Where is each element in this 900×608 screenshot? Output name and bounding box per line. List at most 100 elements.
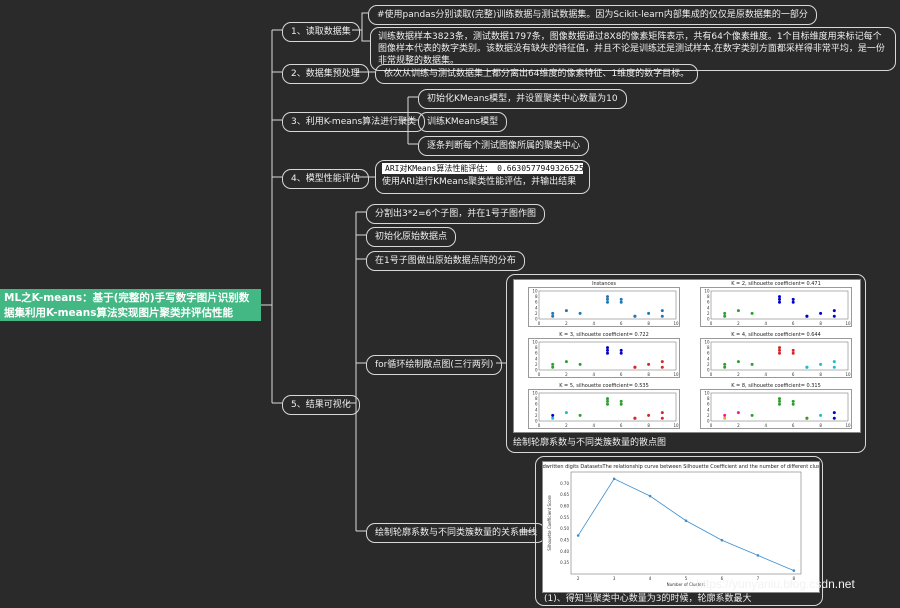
x-tick-label: 8: [647, 372, 650, 377]
x-tick-label: 6: [620, 321, 623, 326]
data-point: [660, 411, 664, 415]
root-topic[interactable]: ML之K-means：基于(完整的)手写数字图片识别数据集利用K-means算法…: [0, 289, 261, 321]
y-tick-label: 4: [535, 356, 538, 361]
y-tick-label: 10: [704, 340, 710, 345]
line-data-point: [684, 519, 688, 523]
y-tick-label: 10: [704, 289, 710, 294]
y-tick-label: 8: [535, 345, 538, 350]
y-tick-label: 2: [707, 362, 710, 367]
x-tick-label: 0: [710, 321, 713, 326]
data-point: [736, 360, 740, 364]
section-evaluation[interactable]: 4、模型性能评估: [282, 169, 369, 189]
x-tick-label: 4: [593, 372, 596, 377]
x-tick-label: 8: [647, 423, 650, 428]
x-tick-label: 10: [845, 423, 851, 428]
subplot-split-step[interactable]: 分割出3*2=6个子图，并在1号子图作图: [366, 204, 545, 224]
line-data-point: [720, 538, 724, 542]
x-tick-label: 10: [673, 321, 679, 326]
x-tick-label: 2: [737, 372, 740, 377]
x-tick-label: 4: [765, 423, 768, 428]
dataset-description[interactable]: 训练数据样本3823条，测试数据1797条，图像数据通过8X8的像素矩阵表示，共…: [370, 27, 896, 71]
y-tick-label: 0.35: [560, 560, 569, 565]
kmeans-train-step[interactable]: 训练KMeans模型: [418, 112, 508, 132]
x-tick-label: 6: [620, 423, 623, 428]
data-point: [606, 402, 609, 406]
data-point: [660, 314, 664, 318]
y-tick-label: 10: [532, 289, 538, 294]
data-point: [606, 297, 609, 301]
data-point: [791, 300, 795, 304]
preprocess-description[interactable]: 依次从训练与测试数据集上都分离出64维度的像素特征、1维度的数字目标。: [375, 64, 699, 84]
data-point: [778, 348, 781, 352]
y-tick-label: 0.70: [560, 481, 569, 486]
section-preprocess[interactable]: 2、数据集预处理: [282, 64, 369, 84]
y-tick-label: 10: [532, 340, 538, 345]
ari-output: ARI对KMeans算法性能评估： 0.6630577949326525: [382, 163, 583, 174]
line-caption: (1)、得知当聚类中心数量为3的时候，轮廓系数最大: [544, 594, 752, 604]
y-tick-label: 8: [535, 396, 538, 401]
section-kmeans-clustering[interactable]: 3、利用K-means算法进行聚类: [282, 112, 426, 132]
data-point: [723, 413, 727, 417]
x-tick-label: 6: [721, 576, 724, 581]
x-axis-label: Number of Clusters: [667, 582, 706, 587]
section-read-dataset[interactable]: 1、读取数据集: [282, 22, 360, 42]
y-tick-label: 8: [707, 396, 710, 401]
line-data-point: [576, 534, 580, 537]
x-tick-label: 3: [613, 576, 616, 581]
subplot-4-title: K = 4, silhouette coefficient= 0.644: [731, 332, 821, 338]
read-dataset-note[interactable]: #使用pandas分别读取(完整)训练数据与测试数据集。因为Scikit-lea…: [368, 5, 817, 25]
data-point: [606, 300, 609, 304]
evaluation-description: 使用ARI进行KMeans聚类性能评估，并输出结果: [382, 177, 577, 187]
data-point: [647, 413, 651, 417]
y-tick-label: 2: [707, 413, 710, 418]
y-tick-label: 6: [535, 351, 538, 356]
plot-original-step[interactable]: 在1号子图做出原始数据点阵的分布: [366, 251, 525, 271]
data-point: [660, 365, 664, 369]
y-tick-label: 4: [707, 356, 710, 361]
data-point: [791, 399, 795, 403]
y-tick-label: 0.40: [560, 549, 569, 554]
y-tick-label: 0.65: [560, 492, 569, 497]
for-loop-scatter-step[interactable]: for循环绘制散点图(三行两列): [366, 355, 503, 375]
x-tick-label: 6: [792, 321, 795, 326]
x-tick-label: 10: [845, 372, 851, 377]
x-tick-label: 2: [565, 423, 568, 428]
data-point: [647, 311, 651, 315]
x-tick-label: 4: [593, 423, 596, 428]
data-point: [832, 360, 836, 364]
x-tick-label: 8: [647, 321, 650, 326]
y-tick-label: 4: [707, 305, 710, 310]
data-point: [606, 295, 609, 299]
evaluation-node[interactable]: ARI对KMeans算法性能评估： 0.6630577949326525 使用A…: [375, 160, 590, 194]
kmeans-predict-step[interactable]: 逐条判断每个测试图像所属的聚类中心: [418, 136, 590, 156]
x-tick-label: 0: [538, 423, 541, 428]
silhouette-curve-step[interactable]: 绘制轮廓系数与不同类簇数量的关系曲线: [366, 523, 547, 543]
data-point: [564, 309, 568, 313]
data-point: [660, 309, 664, 313]
init-points-step[interactable]: 初始化原始数据点: [366, 227, 457, 247]
x-tick-label: 2: [737, 423, 740, 428]
data-point: [819, 311, 823, 315]
y-tick-label: 0: [535, 419, 538, 424]
line-figure-node[interactable]: Handwritten digits DatasetsThe relations…: [533, 456, 830, 606]
section-visualization[interactable]: 5、结果可视化: [282, 395, 360, 415]
y-tick-label: 0.45: [560, 538, 569, 543]
subplot-2-title: K = 2, silhouette coefficient= 0.471: [731, 281, 821, 287]
data-point: [606, 346, 609, 350]
y-tick-label: 0: [707, 419, 710, 424]
x-tick-label: 6: [620, 372, 623, 377]
data-point: [551, 311, 555, 315]
data-point: [791, 297, 795, 301]
y-tick-label: 10: [704, 391, 710, 396]
x-tick-label: 4: [765, 321, 768, 326]
data-point: [778, 351, 781, 355]
axes-frame: [710, 392, 849, 422]
y-tick-label: 6: [707, 402, 710, 407]
y-tick-label: 10: [532, 391, 538, 396]
kmeans-init-step[interactable]: 初始化KMeans模型，并设置聚类中心数量为10: [418, 89, 627, 109]
data-point: [819, 413, 823, 417]
data-point: [633, 416, 637, 420]
